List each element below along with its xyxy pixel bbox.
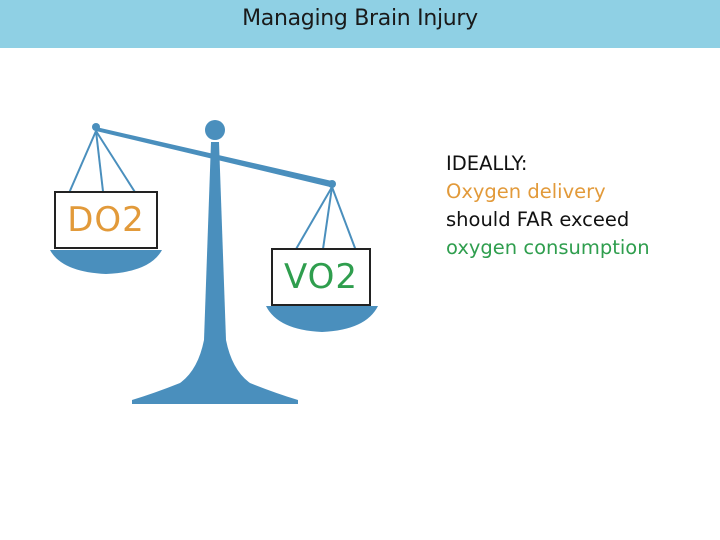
scale-pillar (204, 142, 226, 340)
right-string-a (291, 186, 333, 257)
left-pan (50, 250, 162, 274)
left-string-c (95, 130, 141, 201)
do2-label: DO2 (67, 200, 145, 240)
vo2-label: VO2 (283, 257, 359, 297)
note-line-exceed: should FAR exceed (446, 208, 630, 231)
left-string-b (95, 130, 105, 201)
scale-top-knob (205, 120, 225, 140)
right-string-c (331, 186, 359, 257)
right-pan (266, 306, 378, 332)
beam-right-knob (328, 180, 336, 188)
note-line-consumption: oxygen consumption (446, 236, 650, 259)
title-bar (0, 0, 720, 48)
beam-left-knob (92, 123, 100, 131)
note-line-ideally: IDEALLY: (446, 152, 528, 175)
do2-label-box: DO2 (54, 191, 158, 249)
scale-base (132, 340, 298, 404)
right-string-b (321, 186, 333, 257)
slide-title: Managing Brain Injury (242, 6, 478, 31)
ideally-note: IDEALLY: Oxygen delivery should FAR exce… (446, 150, 706, 262)
note-line-delivery: Oxygen delivery (446, 180, 606, 203)
left-string-a (65, 130, 97, 201)
vo2-label-box: VO2 (271, 248, 371, 306)
